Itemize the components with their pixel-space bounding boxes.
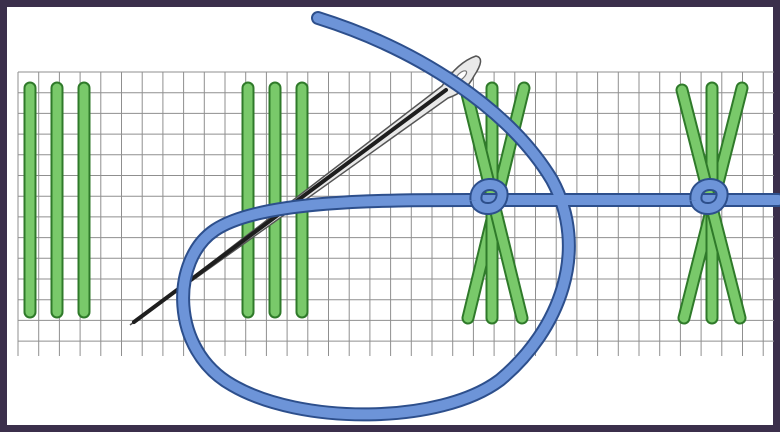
- thread-outline: [183, 18, 778, 414]
- thread-icon: [183, 18, 778, 414]
- canvas-grid: [18, 72, 774, 356]
